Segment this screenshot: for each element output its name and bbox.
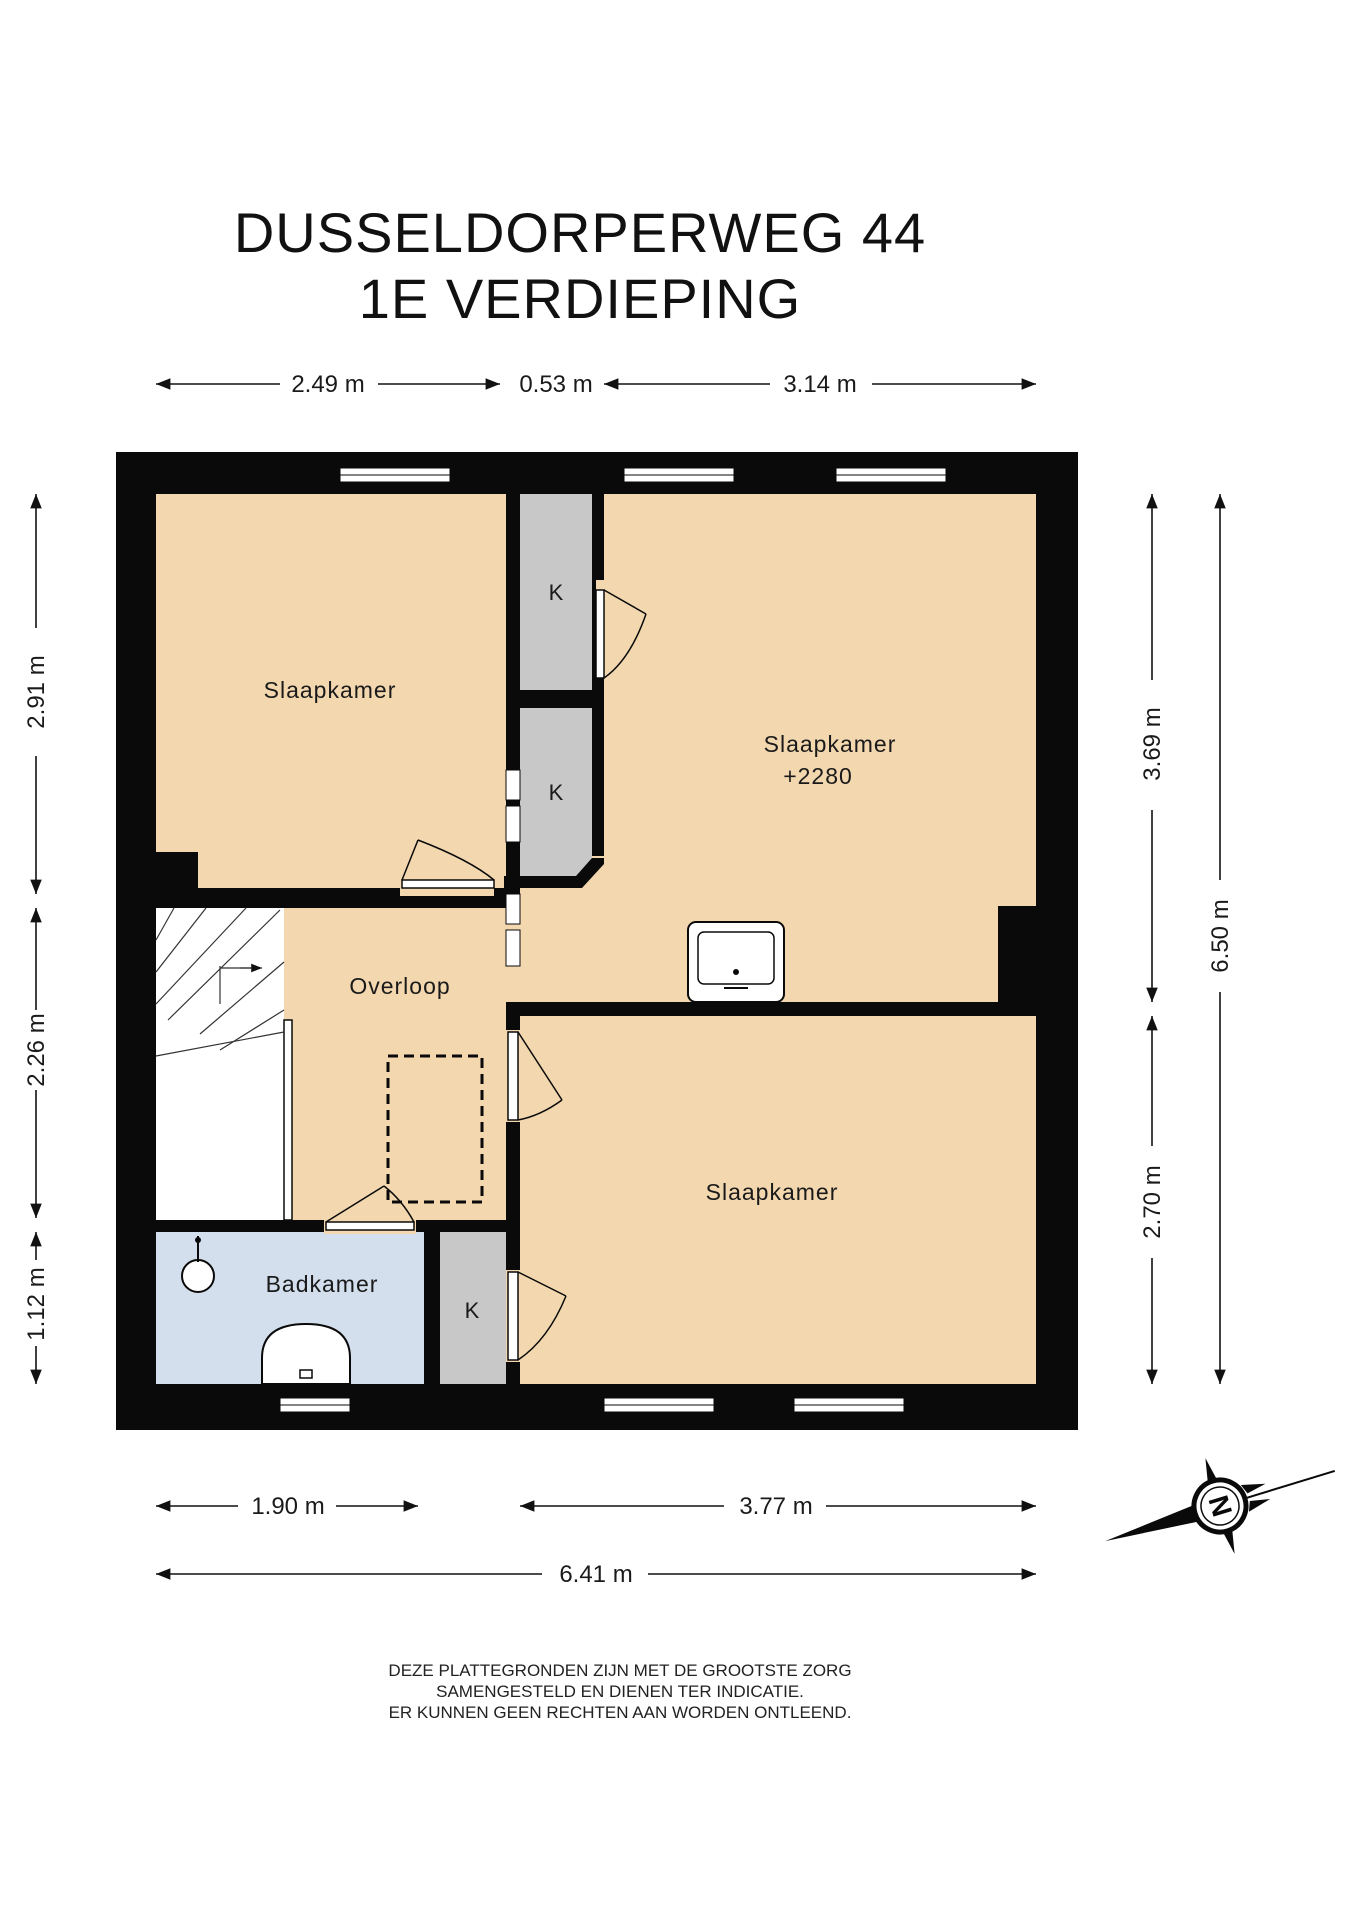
room-label-bathroom: Badkamer bbox=[266, 1271, 379, 1297]
bedroom-se-floor bbox=[520, 1016, 1036, 1384]
closet-1-floor bbox=[520, 494, 592, 690]
dimension-right-upper: 3.69 m bbox=[1139, 707, 1166, 780]
wall-pillar-east bbox=[998, 906, 1036, 1002]
dimension-left-bottom: 1.12 m bbox=[23, 1267, 50, 1340]
wall-closet-south bbox=[504, 858, 604, 888]
room-label-landing: Overloop bbox=[349, 973, 450, 999]
wall-bath-east bbox=[424, 1232, 440, 1384]
compass-icon: N bbox=[1105, 1458, 1336, 1554]
closet-label-3: K bbox=[465, 1298, 480, 1323]
dimension-bottom-total: 6.41 m bbox=[559, 1561, 632, 1588]
dimension-lines-right bbox=[1146, 494, 1226, 1384]
washbasin-icon bbox=[181, 1236, 215, 1293]
wall-notch-nw bbox=[156, 852, 198, 894]
closet-3-floor bbox=[440, 1232, 506, 1384]
dimension-right-total: 6.50 m bbox=[1207, 899, 1234, 972]
toilet-icon bbox=[261, 1322, 351, 1385]
closet-label-2: K bbox=[549, 780, 564, 805]
door-swings bbox=[325, 589, 647, 1361]
dimension-bottom-left: 1.90 m bbox=[251, 1493, 324, 1520]
sink-icon bbox=[687, 921, 785, 1003]
level-label-bedroom-ne: +2280 bbox=[783, 763, 853, 789]
dimension-top-mid: 0.53 m bbox=[519, 371, 592, 398]
address-title: DUSSELDORPERWEG 44 bbox=[233, 201, 927, 264]
staircase-steps bbox=[155, 907, 285, 1057]
room-label-bedroom-se: Slaapkamer bbox=[706, 1179, 839, 1205]
closet-label-1: K bbox=[549, 580, 564, 605]
attic-hatch bbox=[386, 1054, 484, 1204]
disclaimer: DEZE PLATTEGRONDEN ZIJN MET DE GROOTSTE … bbox=[0, 1660, 1240, 1723]
room-label-bedroom-ne: Slaapkamer bbox=[764, 731, 897, 757]
disclaimer-line-3: ER KUNNEN GEEN RECHTEN AAN WORDEN ONTLEE… bbox=[388, 1703, 852, 1722]
windows bbox=[279, 467, 947, 1413]
wall-closet-divider bbox=[520, 690, 592, 708]
dimension-lines-bottom bbox=[156, 1500, 1036, 1580]
dimension-top-left: 2.49 m bbox=[291, 371, 364, 398]
room-label-bedroom-nw: Slaapkamer bbox=[264, 677, 397, 703]
sliding-openings bbox=[505, 769, 521, 967]
dimension-left-mid: 2.26 m bbox=[23, 1013, 50, 1086]
stair-rail bbox=[283, 1019, 293, 1221]
disclaimer-line-2: SAMENGESTELD EN DIENEN TER INDICATIE. bbox=[436, 1682, 804, 1701]
bedroom-nw-floor bbox=[156, 494, 506, 894]
dimension-left-top: 2.91 m bbox=[23, 655, 50, 728]
disclaimer-line-1: DEZE PLATTEGRONDEN ZIJN MET DE GROOTSTE … bbox=[388, 1661, 852, 1680]
closet-2-floor bbox=[520, 708, 592, 876]
wall-stair-north bbox=[156, 894, 284, 908]
wall-bedroom-ne-south bbox=[506, 1002, 1036, 1016]
staircase-area bbox=[156, 908, 284, 1220]
floor-title: 1E VERDIEPING bbox=[358, 267, 802, 330]
dimension-right-lower: 2.70 m bbox=[1139, 1165, 1166, 1238]
dimension-top-right: 3.14 m bbox=[783, 371, 856, 398]
dimension-bottom-right: 3.77 m bbox=[739, 1493, 812, 1520]
